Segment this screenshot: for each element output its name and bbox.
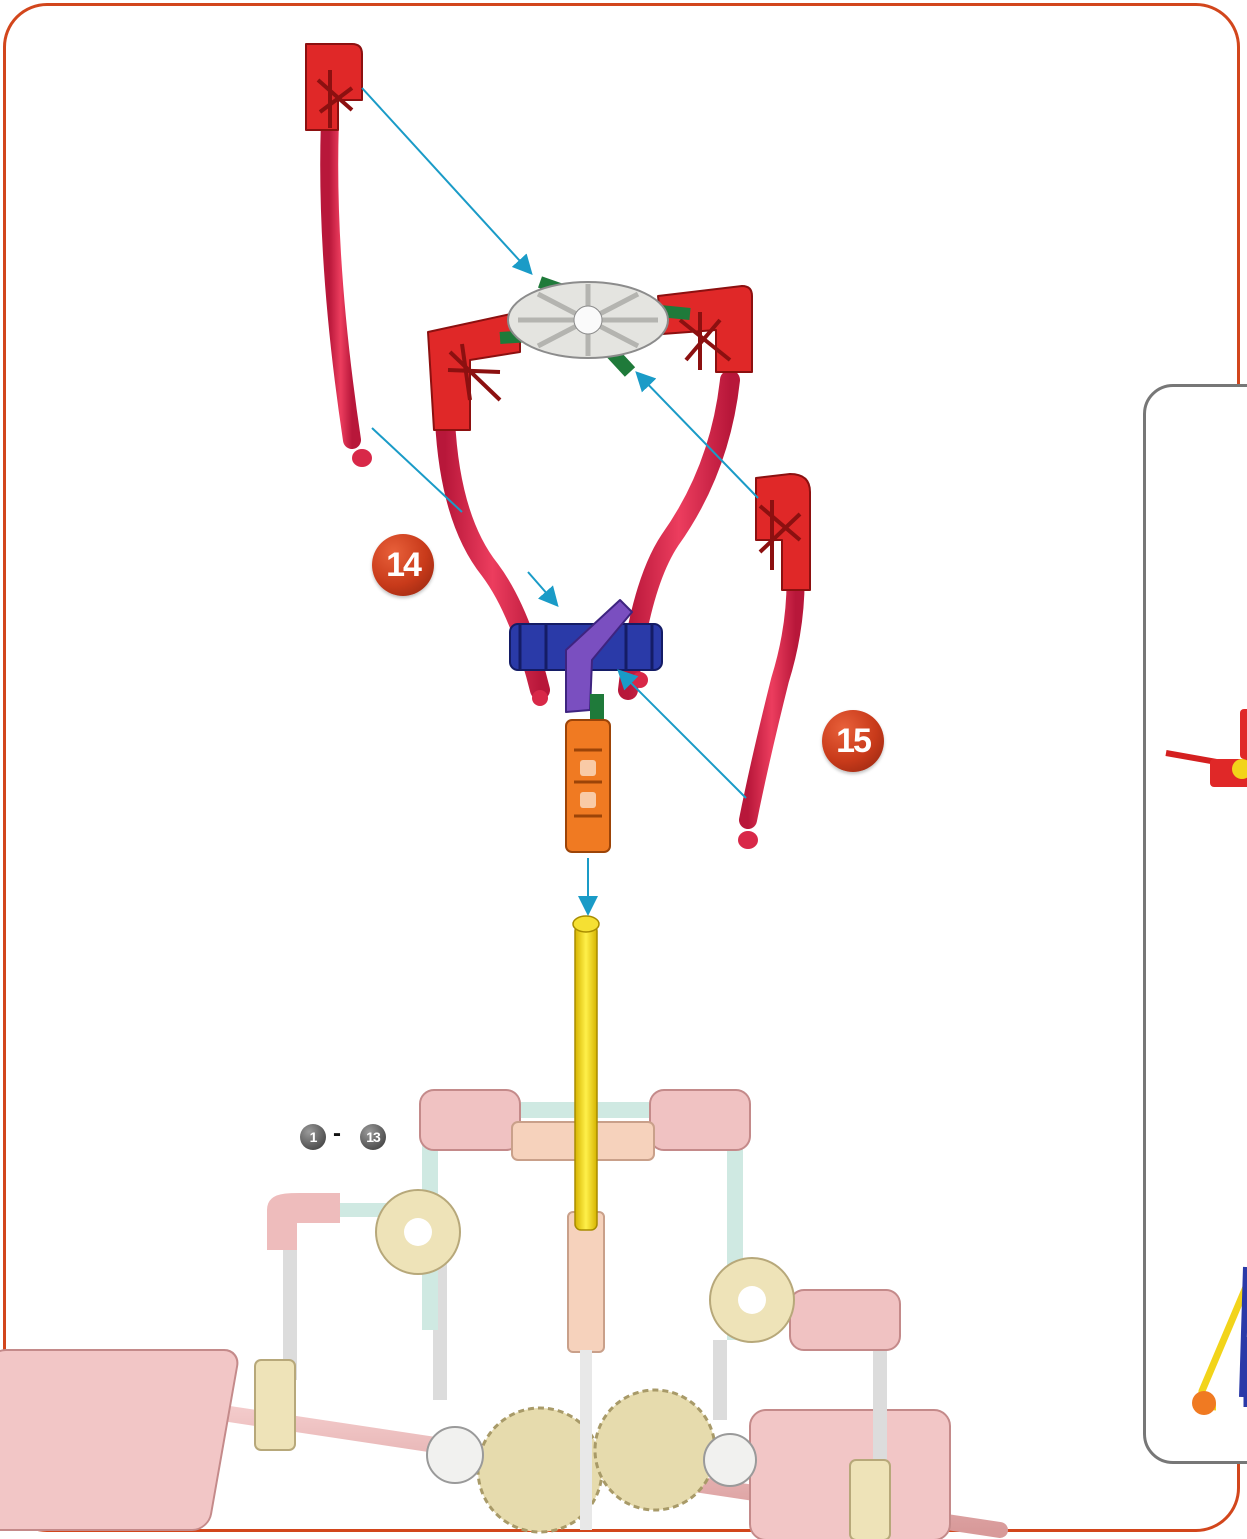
base-model-ghost bbox=[0, 1090, 1000, 1539]
range-end-badge: 13 bbox=[360, 1124, 386, 1150]
loose-rod-left bbox=[306, 44, 372, 467]
step-15-label: 15 bbox=[836, 722, 870, 761]
yellow-rod bbox=[573, 916, 599, 1230]
loose-rod-right bbox=[738, 474, 810, 849]
center-assembly bbox=[428, 282, 752, 852]
range-start-label: 1 bbox=[310, 1129, 317, 1145]
step-15-badge: 15 bbox=[822, 710, 884, 772]
range-start-badge: 1 bbox=[300, 1124, 326, 1150]
step-14-badge: 14 bbox=[372, 534, 434, 596]
range-end-label: 13 bbox=[366, 1129, 380, 1145]
step-14-label: 14 bbox=[386, 546, 420, 585]
range-separator: - bbox=[333, 1120, 341, 1148]
